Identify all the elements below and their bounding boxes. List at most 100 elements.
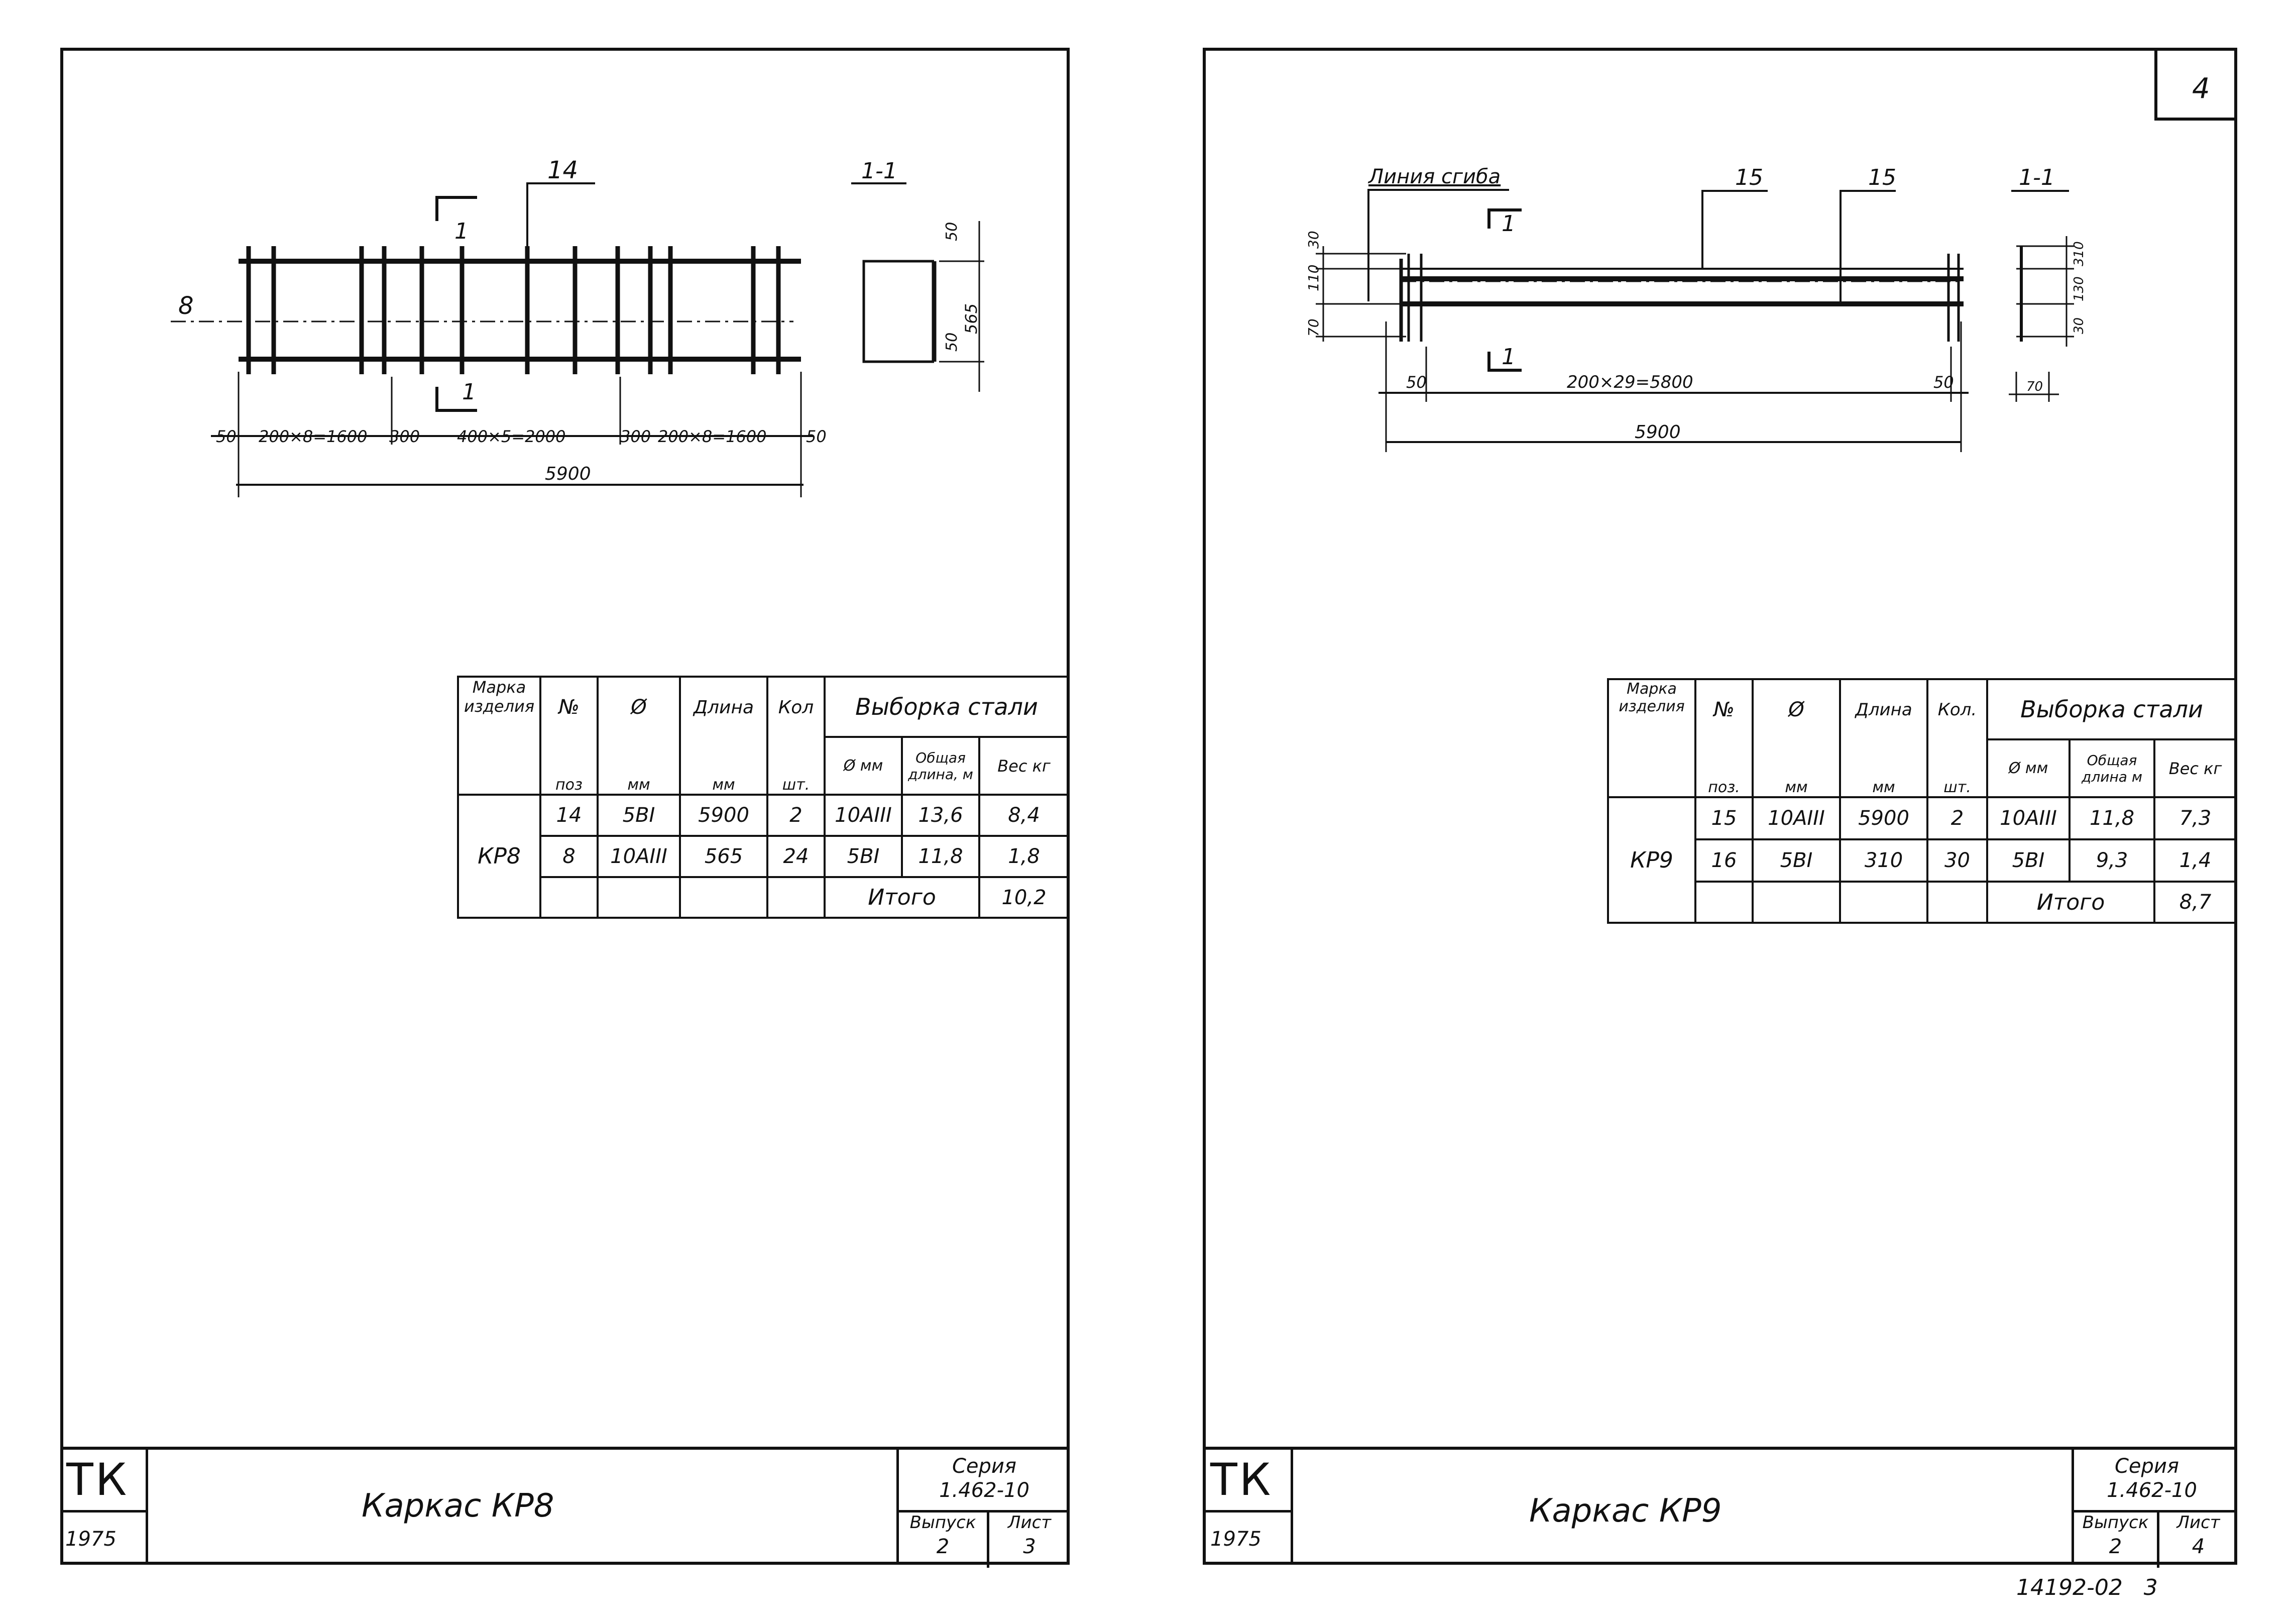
issue-label: Выпуск (2082, 1513, 2149, 1533)
col-dia-sub: мм (1752, 739, 1841, 798)
cell-dia: 10АIII (597, 835, 681, 878)
cell-steel-wt: 1,4 (2153, 838, 2237, 883)
issue-number: 2 (2109, 1535, 2122, 1558)
kr9-dim-1: 200×29=5800 (1567, 372, 1693, 392)
kr9-total-length: 5900 (1635, 422, 1681, 443)
col-qty-header: Кол (766, 676, 826, 737)
col-steel-dia: Ø мм (1986, 738, 2071, 798)
kr8-section-dim-height: 565 (962, 303, 981, 334)
kr8-dim-0: 50 (216, 427, 237, 446)
drawing-title: Каркас КР9 (1529, 1492, 1722, 1530)
cell-pos: 16 (1694, 838, 1754, 883)
cell-steel-dia: 5ВI (1986, 838, 2071, 883)
kr8-cut-label-top: 1 (454, 219, 469, 244)
kr8-cut-label-bottom: 1 (462, 379, 476, 405)
col-steel-total: Общая длина, м (901, 736, 980, 796)
kr8-section-dim-bottom: 50 (943, 333, 961, 352)
col-pos-header: № (1694, 678, 1754, 739)
col-length-sub: мм (679, 737, 768, 796)
table-total-row: Итого 10,2 (458, 876, 1070, 919)
kr9-section-dim-1: 130 (2072, 276, 2087, 301)
col-pos-sub: поз (539, 737, 599, 796)
col-qty-sub: шт. (766, 737, 826, 796)
cell-pos: 15 (1694, 796, 1754, 840)
col-length-header: Длина (1839, 678, 1928, 739)
cell-pos: 8 (539, 835, 599, 878)
series-number: 1.462-10 (2107, 1479, 2197, 1502)
cell-steel-len: 9,3 (2069, 838, 2155, 883)
kr9-section-dim-2: 30 (2072, 317, 2087, 334)
archive-code: 14192-02 3 (2016, 1575, 2158, 1600)
series-label: Серия (2115, 1455, 2179, 1478)
col-steel-dia: Ø мм (824, 736, 903, 796)
kr9-pos-label-2: 15 (1868, 165, 1896, 190)
col-length-sub: мм (1839, 739, 1928, 798)
table-row: КР9 15 10АIII 5900 2 10АIII 11,8 7,3 (1607, 796, 2237, 924)
cell-qty: 30 (1926, 838, 1988, 883)
sheet-number-box (2154, 48, 2237, 121)
cell-length: 565 (679, 835, 768, 878)
col-qty-header: Кол. (1926, 678, 1988, 739)
kr9-bend-line-label: Линия сгиба (1367, 165, 1501, 188)
table-row: 16 5ВI 310 30 5ВI 9,3 1,4 (1608, 838, 2237, 883)
drawing-title: Каркас КР8 (362, 1487, 554, 1525)
cell-steel-dia: 10АIII (1986, 796, 2071, 840)
cell-steel-wt: 7,3 (2153, 796, 2237, 840)
kr8-dim-6: 50 (806, 427, 827, 446)
kr9-left-dim-2: 70 (1305, 318, 1322, 337)
issue-number: 2 (936, 1535, 950, 1558)
col-steel-weight: Вес кг (978, 736, 1070, 796)
total-value: 10,2 (978, 876, 1070, 919)
col-dia-sub: мм (597, 737, 681, 796)
cell-steel-wt: 1,8 (978, 835, 1070, 878)
cell-dia: 5ВI (1752, 838, 1841, 883)
col-steel-total: Общая длина м (2069, 738, 2155, 798)
cell-qty: 2 (766, 794, 826, 837)
kr9-title-block: ТК 1975 Каркас КР9 Серия 1.462-10 Выпуск… (1203, 1447, 2237, 1568)
table-row: 8 10АIII 565 24 5ВI 11,8 1,8 (458, 835, 1070, 878)
kr8-title-block: ТК 1975 Каркас КР8 Серия 1.462-10 Выпуск… (60, 1447, 1070, 1568)
kr8-section-label: 1-1 (861, 158, 897, 184)
cell-pos: 14 (539, 794, 599, 837)
kr8-total-length: 5900 (545, 464, 591, 484)
issue-label: Выпуск (909, 1513, 976, 1533)
kr9-section-label: 1-1 (2019, 165, 2055, 190)
kr8-dim-5: 200×8=1600 (658, 427, 767, 446)
kr8-steel-table: Марка изделия № Ø Длина Кол Выборка стал… (457, 676, 1070, 919)
kr9-section-dim-3: 70 (2026, 379, 2043, 394)
series-label: Серия (952, 1455, 1016, 1478)
kr8-dim-1: 200×8=1600 (259, 427, 368, 446)
sheet-value: 3 (1023, 1535, 1036, 1558)
cell-length: 5900 (1839, 796, 1928, 840)
table-row: КР8 14 5ВI 5900 2 10АIII 13,6 8,4 (457, 794, 1070, 919)
col-steel-header: Выборка стали (1986, 678, 2237, 740)
cell-steel-wt: 8,4 (978, 794, 1070, 837)
cell-length: 310 (1839, 838, 1928, 883)
col-mark-header: Марка изделия (457, 676, 541, 796)
sheet-number: 4 (2192, 72, 2210, 105)
title-block-year: 1975 (1210, 1528, 1261, 1551)
series-number: 1.462-10 (939, 1479, 1029, 1502)
sheet-value: 4 (2192, 1535, 2205, 1558)
total-value: 8,7 (2153, 881, 2237, 924)
cell-steel-len: 11,8 (901, 835, 980, 878)
kr9-dim-2: 50 (1933, 373, 1954, 392)
total-label: Итого (1986, 881, 2155, 924)
col-qty-sub: шт. (1926, 739, 1988, 798)
col-steel-weight: Вес кг (2153, 738, 2237, 798)
col-dia-header: Ø (1752, 678, 1841, 739)
table-total-row: Итого 8,7 (1608, 881, 2237, 924)
title-block-year: 1975 (65, 1528, 117, 1551)
cell-dia: 5ВI (597, 794, 681, 837)
cell-dia: 10АIII (1752, 796, 1841, 840)
kr9-cut-label-bottom: 1 (1502, 344, 1516, 370)
cell-steel-len: 11,8 (2069, 796, 2155, 840)
kr9-steel-table: Марка изделия № Ø Длина Кол. Выборка ста… (1607, 678, 2237, 924)
kr9-pos-label-1: 15 (1735, 165, 1763, 190)
col-pos-sub: поз. (1694, 739, 1754, 798)
cell-steel-dia: 10АIII (824, 794, 903, 837)
col-steel-header: Выборка стали (824, 676, 1070, 738)
kr8-dim-3: 400×5=2000 (457, 427, 566, 446)
total-label: Итого (824, 876, 980, 919)
kr8-pos-8-label: 8 (178, 292, 194, 320)
